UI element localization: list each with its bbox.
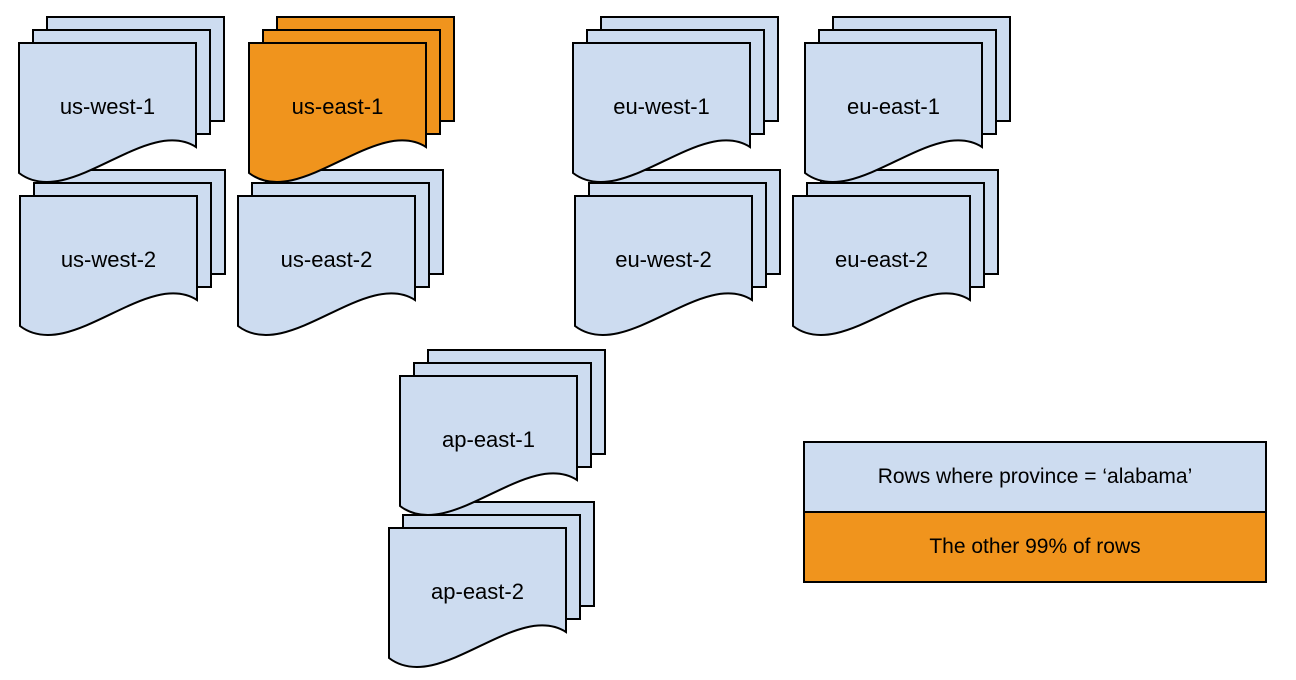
document-stack-shape [18,16,225,183]
document-stack-us-west-2: us-west-2 [19,169,226,336]
document-stack-shape [388,501,595,668]
document-sheet-front [399,375,578,516]
document-sheet-front [19,195,198,336]
document-sheet-front [248,42,427,183]
document-stack-eu-east-2: eu-east-2 [792,169,999,336]
document-stack-eu-west-2: eu-west-2 [574,169,781,336]
legend: Rows where province = ‘alabama’ The othe… [803,441,1267,583]
document-stack-ap-east-1: ap-east-1 [399,349,606,516]
document-sheet-front [804,42,983,183]
legend-row-alabama: Rows where province = ‘alabama’ [805,443,1265,511]
document-stack-us-east-2: us-east-2 [237,169,444,336]
legend-row-other-rows: The other 99% of rows [805,511,1265,581]
document-stack-ap-east-2: ap-east-2 [388,501,595,668]
document-sheet-front [18,42,197,183]
document-stack-us-west-1: us-west-1 [18,16,225,183]
document-stack-eu-east-1: eu-east-1 [804,16,1011,183]
document-sheet-front [574,195,753,336]
document-sheet-front [237,195,416,336]
document-stack-eu-west-1: eu-west-1 [572,16,779,183]
legend-label-alabama: Rows where province = ‘alabama’ [877,465,1193,488]
document-stack-shape [574,169,781,336]
document-stack-shape [399,349,606,516]
document-stack-shape [792,169,999,336]
document-stack-shape [237,169,444,336]
legend-label-other-rows: The other 99% of rows [929,535,1141,558]
document-sheet-front [388,527,567,668]
document-sheet-front [572,42,751,183]
document-stack-shape [804,16,1011,183]
document-stack-shape [19,169,226,336]
document-stack-shape [572,16,779,183]
document-stack-us-east-1: us-east-1 [248,16,455,183]
document-sheet-front [792,195,971,336]
document-stack-shape [248,16,455,183]
